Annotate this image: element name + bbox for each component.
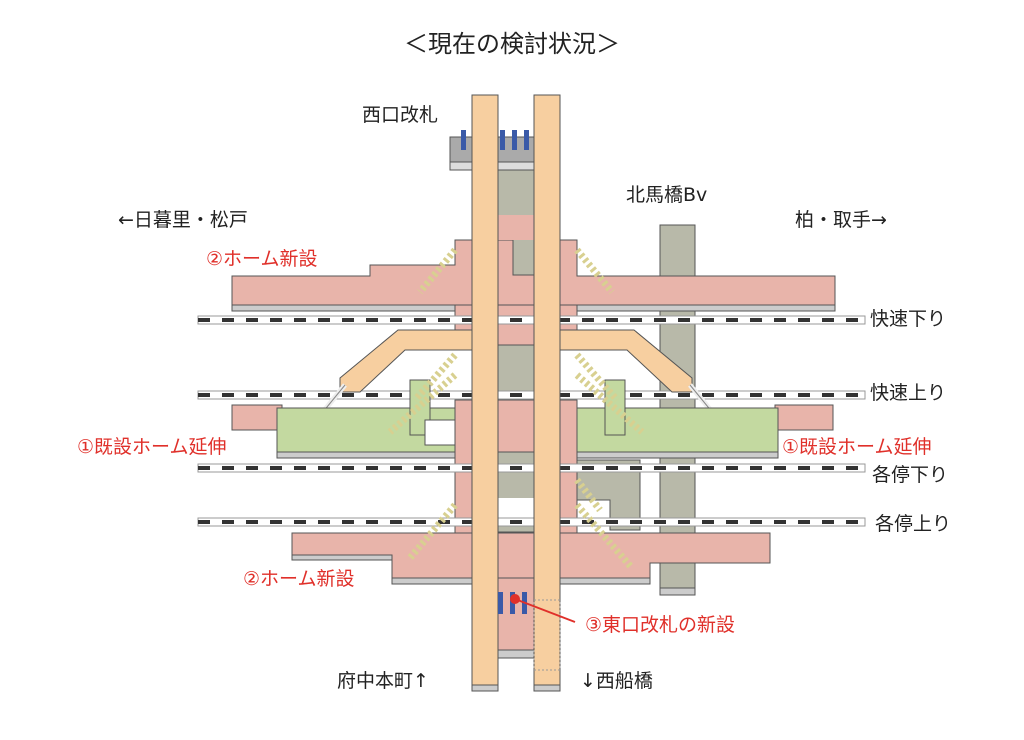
east-gate-label: ③東口改札の新設 — [585, 614, 736, 636]
track-label-rapid-up: 快速上り — [870, 382, 947, 404]
walkway-right — [533, 94, 561, 686]
stairs — [387, 247, 645, 571]
diagram-title: ＜現在の検討状況＞ — [404, 30, 620, 58]
extend-left-label: ①既設ホーム延伸 — [77, 436, 227, 458]
west-gate-icons — [461, 130, 529, 150]
track-label-local-up: 各停上り — [875, 513, 952, 535]
bridge-label: 北馬橋Bv — [626, 184, 708, 206]
direction-down-left-label: 府中本町↑ — [337, 670, 429, 692]
direction-right-label: 柏・取手→ — [795, 209, 887, 231]
direction-left-label: ←日暮里・松戸 — [118, 209, 248, 231]
direction-down-right-label: ↓西船橋 — [580, 670, 653, 692]
west-gate-label: 西口改札 — [362, 104, 439, 126]
track-local-up — [196, 516, 867, 528]
track-rapid-down — [196, 314, 867, 326]
walkway-left — [471, 94, 499, 686]
new-platform-bottom-label: ②ホーム新設 — [243, 568, 355, 590]
concourse-left — [339, 329, 473, 393]
pink-end-right — [774, 404, 834, 431]
east-gate-leader — [514, 598, 576, 623]
track-label-local-down: 各停下り — [872, 464, 949, 486]
track-local-down — [196, 462, 867, 474]
extend-right-label: ①既設ホーム延伸 — [782, 436, 932, 458]
track-label-rapid-down: 快速下り — [870, 308, 947, 330]
new-platform-top-label: ②ホーム新設 — [206, 248, 318, 270]
concourse-right — [559, 329, 693, 393]
pink-end-left — [231, 404, 283, 431]
track-rapid-up — [196, 389, 867, 401]
